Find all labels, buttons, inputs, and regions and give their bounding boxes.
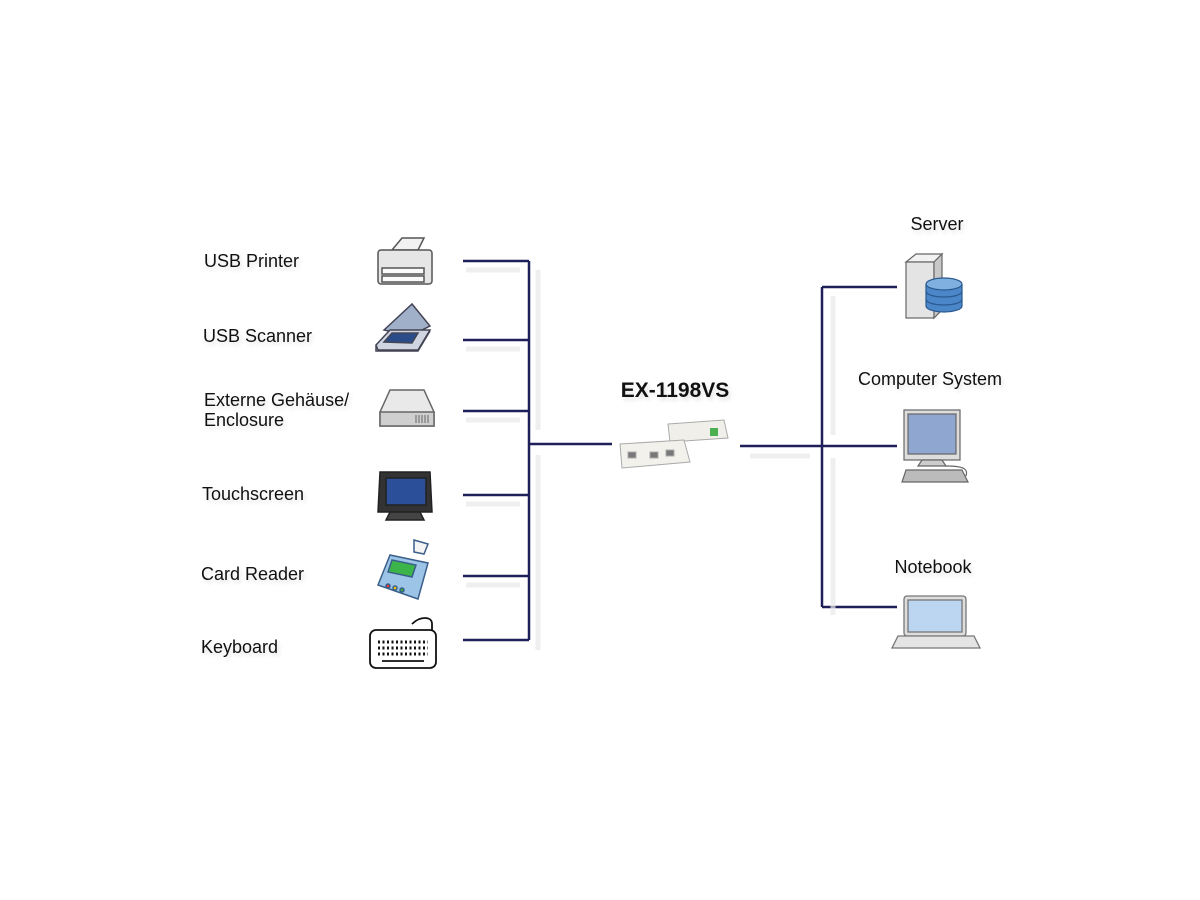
label-usb-printer: USB Printer <box>204 251 300 271</box>
label-computer-system: Computer System <box>857 369 1003 389</box>
keyboard-icon <box>369 617 437 669</box>
label-card-reader: Card Reader <box>201 564 305 584</box>
laptop-icon <box>890 595 982 649</box>
hard-drive-icon <box>379 389 435 427</box>
label-usb-scanner: USB Scanner <box>203 326 313 346</box>
card-reader-icon <box>377 539 430 600</box>
label-enclosure-line1: Externe Gehäuse/ <box>204 390 350 410</box>
scanner-icon <box>375 302 432 352</box>
usb-device-server-icon <box>619 419 729 469</box>
touchscreen-icon <box>377 471 433 521</box>
label-enclosure-line2: Enclosure <box>204 410 285 430</box>
computer-icon <box>901 409 969 483</box>
printer-icon <box>377 237 433 285</box>
server-icon <box>904 252 963 320</box>
label-server: Server <box>910 214 964 234</box>
label-touchscreen: Touchscreen <box>202 484 305 504</box>
label-keyboard: Keyboard <box>201 637 279 657</box>
hub-title: EX-1198VS <box>620 379 730 402</box>
label-notebook: Notebook <box>894 557 972 577</box>
